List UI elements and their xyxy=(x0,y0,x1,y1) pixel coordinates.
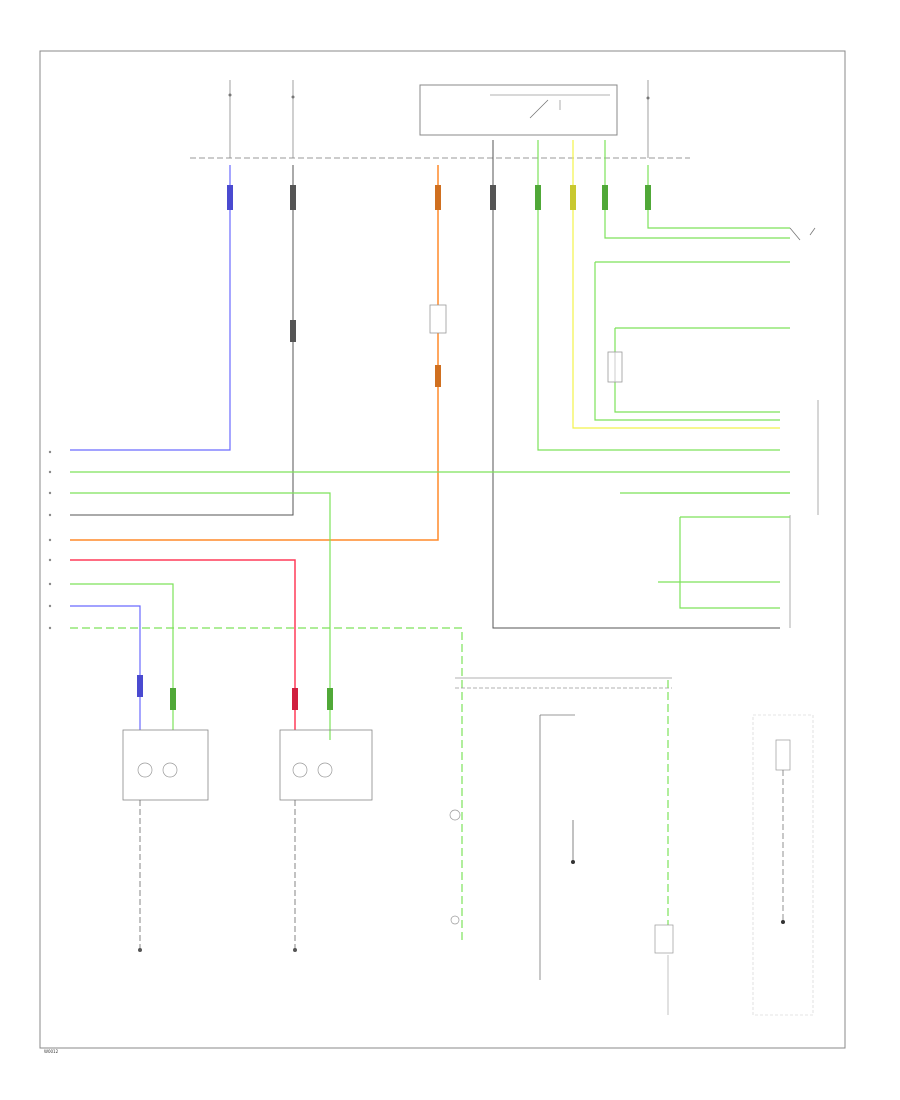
top-control-module xyxy=(419,84,618,136)
wire-green-r1 xyxy=(594,261,790,421)
wire-green-left xyxy=(70,583,174,730)
wire-blue-top xyxy=(70,165,231,451)
wire-yellow xyxy=(572,140,780,429)
top-fuse-right xyxy=(646,80,650,158)
far-right-component xyxy=(752,714,814,1016)
wire-green-605 xyxy=(604,140,790,239)
diagram-frame xyxy=(39,50,846,1049)
wire-green-module xyxy=(537,140,780,451)
wire-red xyxy=(70,559,296,730)
left-lamp-module xyxy=(122,729,209,952)
top-fuse-mid xyxy=(291,80,295,158)
wire-green-right-box xyxy=(658,516,790,609)
wire-green-long-2 xyxy=(70,492,790,740)
wire-green-648 xyxy=(647,165,790,229)
right-switch-top xyxy=(789,227,816,241)
bottom-ground-mid xyxy=(539,714,575,980)
top-fuse-left xyxy=(228,80,232,158)
wire-blue-left xyxy=(70,605,141,730)
bottom-left-lamp xyxy=(449,809,461,925)
wire-dark-mid xyxy=(70,165,294,516)
bottom-right-lamp xyxy=(654,924,674,1015)
orange-splice-box xyxy=(429,304,447,334)
right-lamp-module xyxy=(279,729,373,952)
left-terminal-markers xyxy=(48,450,52,630)
wire-orange xyxy=(70,165,439,541)
diagram-id: W0012 xyxy=(44,1049,59,1054)
wire-green-bottom xyxy=(70,627,463,940)
wire-green-r2 xyxy=(614,327,790,413)
wire-dark-module xyxy=(492,140,780,629)
